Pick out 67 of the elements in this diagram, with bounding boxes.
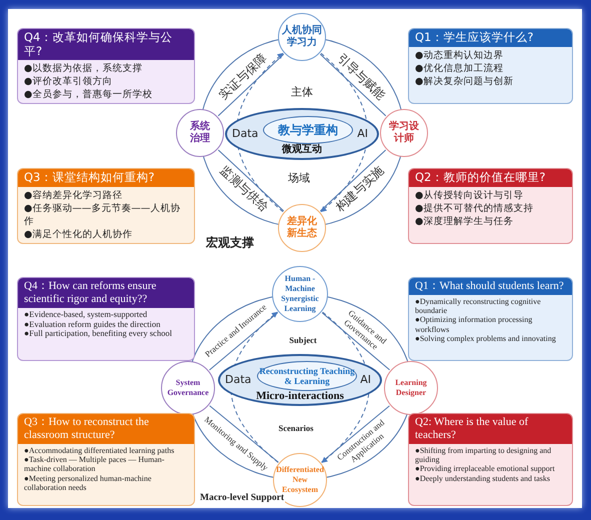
question-card [408,28,573,104]
card-heading: Q2: Where is the value of teachers? [409,414,572,444]
bullet-item: ●Providing irreplaceable emotional support [414,464,556,474]
edge-label: 引导与赋能 [334,52,387,102]
bullet-item: ●满足个性化的人机协作 [23,228,134,240]
connector-line [208,312,278,370]
section-caption: 宏观支撑 [205,234,255,252]
side-label: Data [225,373,252,386]
bullet-item: ●Solving complex problems and innovating [414,334,557,344]
card-heading: Q1：学生应该学什么? [409,29,572,46]
bullet-item: ●Dynamically reconstructing cognitive boundarie [414,297,542,316]
question-card [17,28,195,104]
card-heading: Q2：教师的价值在哪里? [409,169,572,186]
connector-line [218,150,284,212]
bullet-item: ●动态重构认知边界 [414,48,504,62]
connector-line [321,405,390,463]
edge-label: 监测与供给 [217,163,270,214]
question-card [17,277,195,361]
card-heading: Q4：How can reforms ensure scientific rigor and equity?? [18,278,194,308]
bullet-item: ●评价改革引领方向 [23,75,114,88]
connector-line [322,312,390,370]
bullet-item: ●Shifting from imparting to designing and guiding [414,446,552,464]
inner-oval: 教与学重构 [263,116,353,144]
inner-oval: Reconstructing Teaching & Learning [257,361,357,391]
bullet-item: ●优化信息加工流程 [414,62,504,74]
edge-label: 实证与保障 [217,52,270,102]
flow-label: 场域 [287,170,311,186]
question-card [17,168,195,244]
edge-label: 构建与实施 [334,163,387,214]
bullet-item: ●Full participation, benefiting every school [23,329,173,338]
bullet-item: ●以数据为依据，系统支撑 [23,62,144,75]
bullet-item: ●任务驱动——多元节奏——人机协作 [23,202,182,228]
side-label: AI [357,127,368,140]
question-card [408,413,573,506]
bullet-item: ●Meeting personalized human-machine collaboration needs [23,474,152,492]
bullet-item: ●提供不可替代的情感支持 [414,202,534,214]
bullet-item: ●解决复杂问题与创新 [414,74,514,88]
section-caption: Subject [288,335,318,345]
band-caption: Micro-interactions [256,390,344,402]
question-card [408,277,573,361]
bullet-item: ●Deeply understanding students and tasks [414,474,552,483]
bullet-item: ●Optimizing information processing workflows [414,315,534,334]
bullet-item: ●容纳差异化学习路径 [23,188,124,202]
connector-line [320,54,386,116]
question-card [408,168,573,244]
side-label: AI [360,373,371,386]
section-caption: Macro-level Support [199,493,285,503]
card-heading: Q3：课堂结构如何重构? [18,169,194,186]
bullet-item: ●深度理解学生与任务 [414,214,514,228]
question-card [17,413,195,506]
bullet-item: ●Task-driven — Multiple paces — Human-machine collaboration [23,455,166,474]
dashed-arrow [236,52,284,212]
band-caption: 微观互动 [282,142,322,156]
bullet-item: ●Evidence-based, system-supported [23,310,148,320]
flow-label: 主体 [290,84,314,100]
card-heading: Q1：What should students learn? [409,278,572,295]
connector-line [218,54,284,116]
bullet-item: ●从传授转向设计与引导 [414,188,524,202]
side-label: Data [232,127,258,140]
connector-line [209,405,279,463]
bullet-item: ●Evaluation reform guides the direction [23,320,162,329]
section-caption: Scenarios [278,423,314,433]
bullet-item: ●Accommodating differentiated learning paths [23,446,176,456]
connector-line [320,150,386,212]
bullet-item: ●全员参与，普惠每一所学校 [23,88,154,101]
card-heading: Q3：How to reconstruct the classroom structure? [18,414,194,444]
card-heading: Q4：改革如何确保科学与公平? [18,29,194,60]
